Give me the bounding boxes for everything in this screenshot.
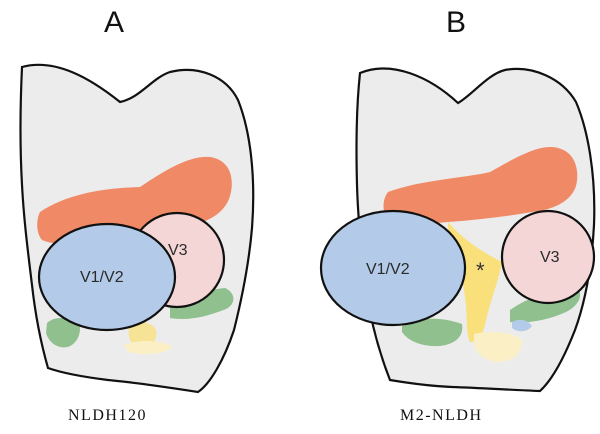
panel-b-asterisk-marker: * [476, 258, 485, 283]
panel-a-v1v2-label: V1/V2 [80, 269, 124, 286]
panel-b-v1v2-label: V1/V2 [366, 261, 410, 278]
panel-b-letter: B [446, 6, 466, 39]
panel-b-caption: M2-NLDH [400, 407, 483, 424]
panel-a-letter: A [104, 6, 124, 39]
panel-b: B V1/V2 V3 * M2-NLDH [321, 6, 594, 424]
panel-a-caption: NLDH120 [68, 407, 147, 424]
panel-b-v3-label: V3 [540, 249, 560, 266]
panel-a: A V3 V1/V2 NLDH120 [21, 6, 254, 424]
